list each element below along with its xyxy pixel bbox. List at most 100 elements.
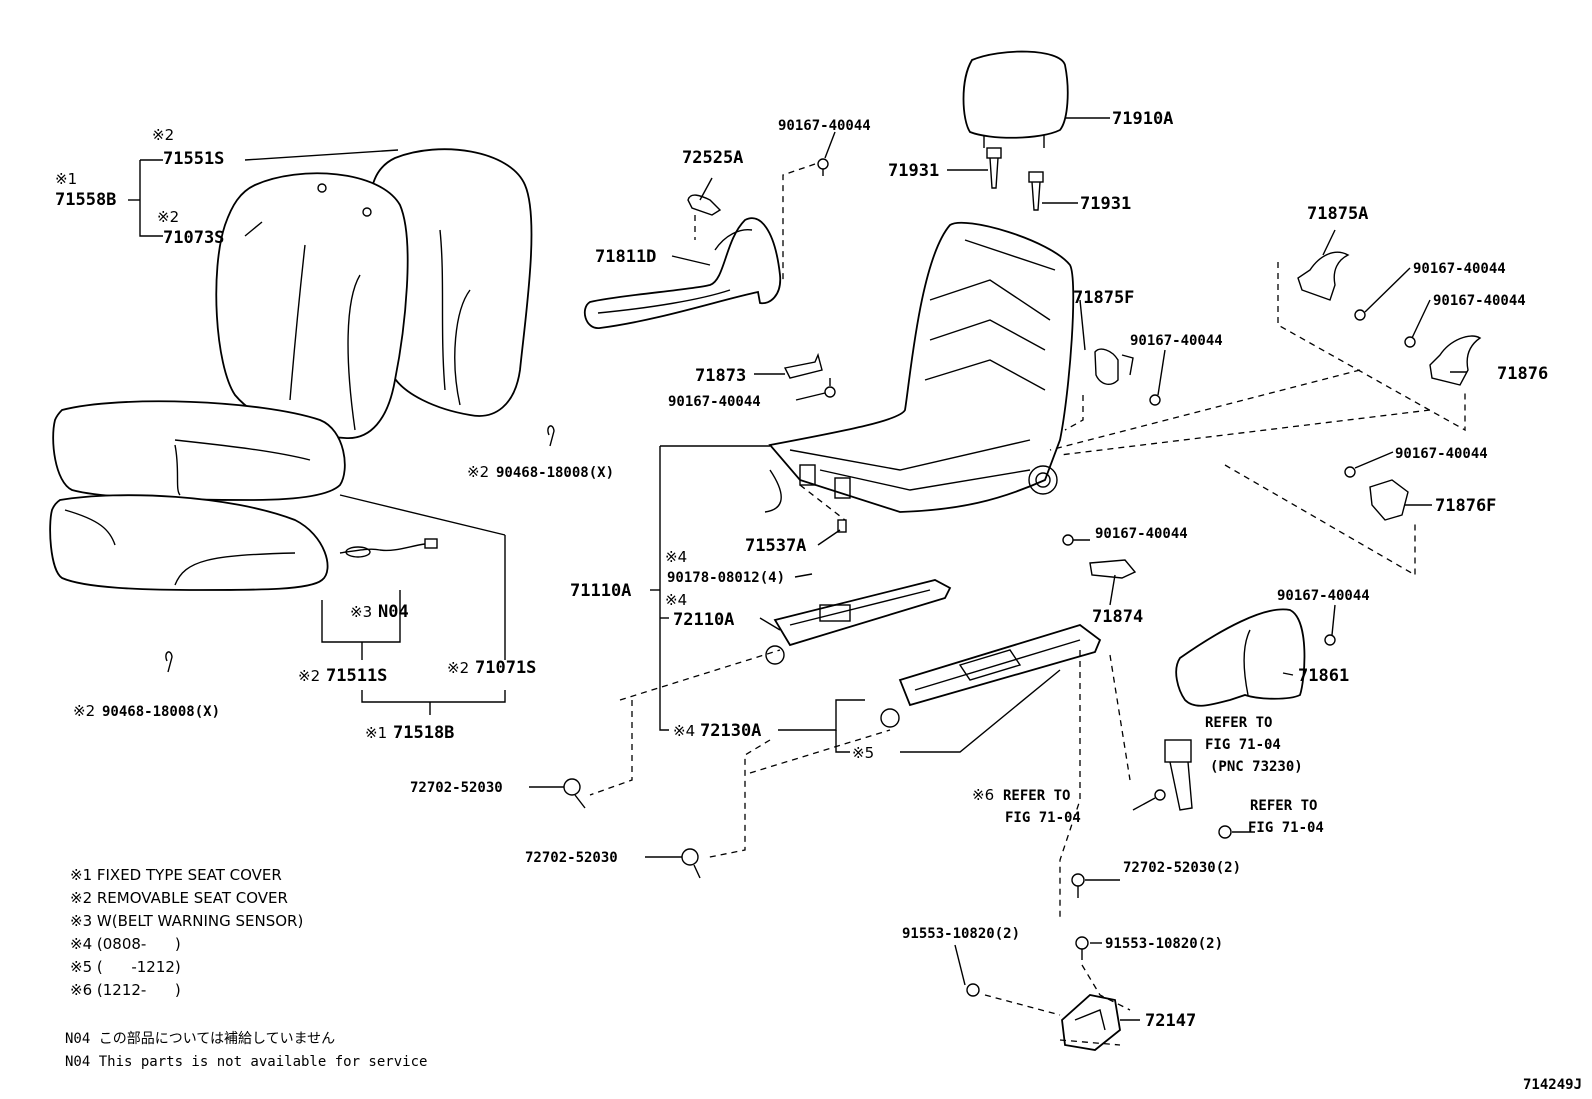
label-72147: 72147 xyxy=(1145,1011,1196,1031)
label-71558b: 71558B xyxy=(55,190,116,210)
label-72130a: 72130A xyxy=(700,721,761,741)
label-71861: 71861 xyxy=(1298,666,1349,686)
legend-item-6: ※6 (1212- ) xyxy=(70,981,181,999)
headrest-guide-right xyxy=(1028,171,1044,211)
seat-track-72130a xyxy=(880,624,1102,728)
label-71811d: 71811D xyxy=(595,247,656,267)
cover-71875a xyxy=(1297,251,1350,301)
label-71931-right: 71931 xyxy=(1080,194,1131,214)
label-90167-71873: 90167-40044 xyxy=(668,394,761,410)
mark-4-b: ※4 xyxy=(665,591,687,609)
seat-cushion-cover-upper xyxy=(52,400,346,501)
bolt-90167-mid xyxy=(1149,394,1161,406)
bolt-ref-6 xyxy=(1154,789,1166,801)
label-90468-lower: 90468-18008(X) xyxy=(102,704,220,720)
headrest-71910a xyxy=(962,50,1069,148)
bolt-ref-fig xyxy=(1218,825,1232,839)
label-71073s: 71073S xyxy=(163,228,224,248)
bolt-72702-c xyxy=(1071,873,1085,898)
seat-adjuster-72110a xyxy=(765,579,952,665)
armrest-71811d xyxy=(583,217,782,329)
label-90167-r5: 90167-40044 xyxy=(1277,588,1370,604)
mark-3: ※3 xyxy=(350,603,372,621)
pnc-ref: (PNC 73230) xyxy=(1210,759,1303,775)
belt-warning-sensor xyxy=(339,538,438,558)
mark-2-d: ※2 xyxy=(447,659,469,677)
legend: ※1 FIXED TYPE SEAT COVER ※2 REMOVABLE SE… xyxy=(70,866,303,999)
seat-frame-71110a xyxy=(764,221,1075,513)
label-72525a: 72525A xyxy=(682,148,743,168)
label-90167-r3: 90167-40044 xyxy=(1395,446,1488,462)
mark-2-a: ※2 xyxy=(152,126,174,144)
mark-5: ※5 xyxy=(852,744,874,762)
label-71876: 71876 xyxy=(1497,364,1548,384)
bolt-90167-r3 xyxy=(1344,466,1356,478)
label-71071s: 71071S xyxy=(475,658,536,678)
label-71910a: 71910A xyxy=(1112,109,1173,129)
fig-ref-2: FIG 71-04 xyxy=(1005,810,1081,826)
seatback-cover-front xyxy=(215,172,409,439)
bracket-71874 xyxy=(1089,559,1137,579)
mark-6: ※6 xyxy=(972,786,994,804)
fig-ref-3: FIG 71-04 xyxy=(1248,820,1324,836)
fig-ref-1: FIG 71-04 xyxy=(1205,737,1281,753)
bracket-72525a xyxy=(687,194,722,240)
label-91553-b: 91553-10820(2) xyxy=(1105,936,1223,952)
cover-71876 xyxy=(1429,335,1482,386)
cover-71876f xyxy=(1369,479,1409,521)
label-91553-a: 91553-10820(2) xyxy=(902,926,1020,942)
refer-to-1: REFER TO xyxy=(1205,715,1272,731)
label-72702-b: 72702-52030 xyxy=(525,850,618,866)
label-71518b: 71518B xyxy=(393,723,454,743)
legend-item-4: ※4 (0808- ) xyxy=(70,935,181,953)
mark-2-e: ※2 xyxy=(298,667,320,685)
part-labels: ※2 71551S ※1 71558B ※2 71073S 72525A 901… xyxy=(55,109,1582,1093)
mark-2-c: ※2 xyxy=(467,463,489,481)
mark-2-b: ※2 xyxy=(157,208,179,226)
label-71875f: 71875F xyxy=(1073,288,1134,308)
mark-4-c: ※4 xyxy=(673,722,695,740)
label-n04: N04 xyxy=(378,602,409,622)
label-71873: 71873 xyxy=(695,366,746,386)
label-71874: 71874 xyxy=(1092,607,1143,627)
footnote-english: N04 This parts is not available for serv… xyxy=(65,1054,427,1070)
bolt-90167-71873 xyxy=(824,378,836,398)
belt-buckle-ref xyxy=(1164,739,1193,811)
bolt-91553-a xyxy=(966,983,980,997)
clip-90468-lower xyxy=(165,651,173,673)
label-90167-mid: 90167-40044 xyxy=(1130,333,1223,349)
label-71931-left: 71931 xyxy=(888,161,939,181)
bolt-90167-r1 xyxy=(1354,309,1366,321)
cover-71861 xyxy=(1175,608,1306,707)
headrest-guide-left xyxy=(986,147,1002,189)
label-71110a: 71110A xyxy=(570,581,631,601)
label-71511s: 71511S xyxy=(326,666,387,686)
label-90178: 90178-08012(4) xyxy=(667,570,785,586)
clip-90468-upper xyxy=(547,425,555,447)
bolt-90167-top xyxy=(817,158,829,176)
legend-item-1: ※1 FIXED TYPE SEAT COVER xyxy=(70,866,282,884)
label-90468-upper: 90468-18008(X) xyxy=(496,465,614,481)
bolt-90167-r5 xyxy=(1324,634,1336,646)
bolt-90167-r4 xyxy=(1062,534,1074,546)
label-72110a: 72110A xyxy=(673,610,734,630)
label-90167-top: 90167-40044 xyxy=(778,118,871,134)
label-71537a: 71537A xyxy=(745,536,806,556)
label-72702-a: 72702-52030 xyxy=(410,780,503,796)
label-71876f: 71876F xyxy=(1435,496,1496,516)
footnotes: N04 この部品については補給していません N04 This parts is … xyxy=(65,1031,427,1070)
leader-lines xyxy=(128,117,1467,1021)
cover-71875f xyxy=(1064,348,1134,431)
label-71875a: 71875A xyxy=(1307,204,1368,224)
bolt-91553-b xyxy=(1075,936,1089,960)
cap-71537a xyxy=(799,484,847,533)
legend-item-2: ※2 REMOVABLE SEAT COVER xyxy=(70,889,288,907)
legend-item-3: ※3 W(BELT WARNING SENSOR) xyxy=(70,912,303,930)
mark-2-f: ※2 xyxy=(73,702,95,720)
refer-to-2: REFER TO xyxy=(1003,788,1070,804)
label-71551s: 71551S xyxy=(163,149,224,169)
mark-1-a: ※1 xyxy=(55,170,77,188)
label-90167-r2: 90167-40044 xyxy=(1433,293,1526,309)
label-90167-r1: 90167-40044 xyxy=(1413,261,1506,277)
